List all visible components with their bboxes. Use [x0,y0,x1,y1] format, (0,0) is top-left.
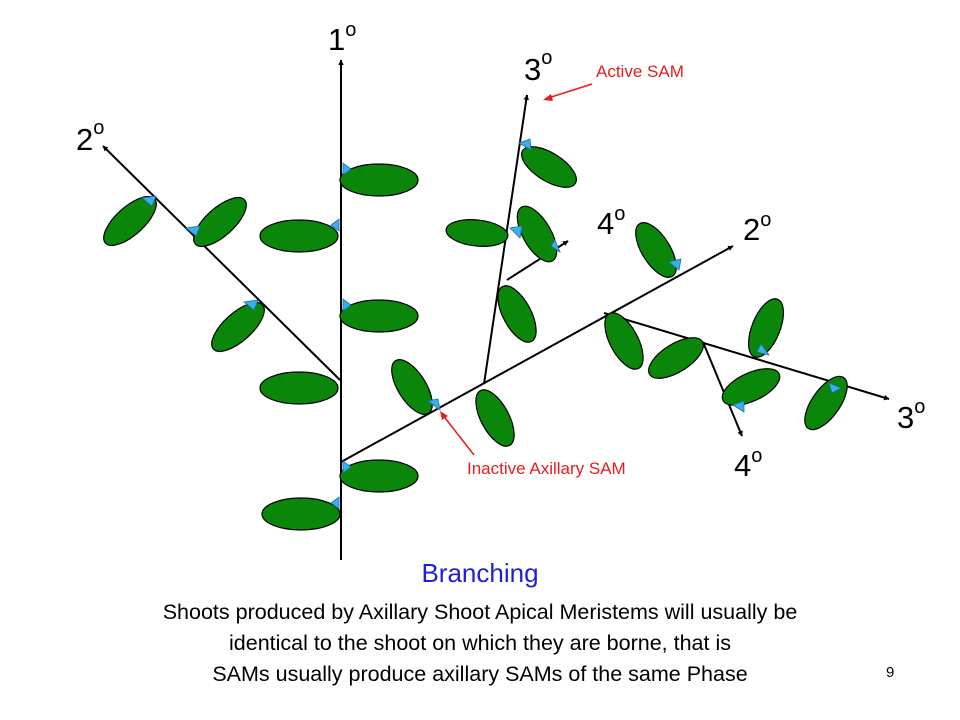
leaf [747,298,785,358]
caption-line: Shoots produced by Axillary Shoot Apical… [162,600,798,624]
leaf [391,359,433,415]
secondary-stem-right [340,245,734,463]
inactive-sam-pointer [441,413,475,456]
leaf [648,337,704,379]
active-sam-callout: Active SAM [596,62,684,81]
meristem [518,138,532,151]
order-label-quaternary-low: 4o [734,445,762,483]
order-label-tertiary-right: 3o [897,396,925,435]
leaf [497,285,537,343]
diagram-title: Branching [421,558,539,588]
leaf [339,163,419,197]
meristem [668,258,682,271]
leaf [261,497,341,531]
inactive-sam-callout: Inactive Axillary SAM [467,459,626,478]
order-label-quaternary-mid: 4o [597,203,625,241]
caption-line: SAMs usually produce axillary SAMs of th… [212,662,748,686]
callouts: Active SAM Inactive Axillary SAM [440,62,684,478]
inactive-sam-pointer-head [440,411,448,420]
meristem [185,225,201,237]
leaf [339,299,419,333]
meristem [828,382,842,394]
leaf [259,371,339,405]
meristems [141,138,842,510]
active-sam-pointer-head [543,94,553,101]
caption-line: identical to the shoot on which they are… [229,631,731,655]
meristem [141,195,157,207]
leaf [475,389,515,447]
active-sam-pointer [544,83,593,100]
order-labels: 1o 2o 3o 4o 2o 3o 4o [76,19,925,483]
meristem [732,400,745,413]
meristem [509,225,523,239]
meristem [756,343,770,356]
order-label-primary: 1o [328,19,356,57]
meristem [342,460,352,474]
leaf [259,219,339,253]
meristem [342,298,352,312]
order-label-secondary-left: 2o [76,117,104,157]
leaf [193,196,247,248]
stems [102,59,890,560]
page-number: 9 [886,664,895,681]
leaf [445,219,509,247]
leaves [103,146,848,531]
leaf [516,205,558,263]
meristem [427,398,441,411]
leaf [339,459,419,493]
quaternary-stem-low [702,341,743,437]
order-label-secondary-right: 2o [743,209,771,247]
meristem [550,239,561,254]
caption: Shoots produced by Axillary Shoot Apical… [0,597,960,690]
branching-diagram: 1o 2o 3o 4o 2o 3o 4o Active SAM Inactive… [76,19,925,560]
meristem [330,496,340,510]
leaf [635,222,677,278]
leaf [604,312,644,370]
meristem [330,218,340,232]
meristem [342,162,352,176]
order-label-tertiary-top: 3o [524,47,552,87]
leaf [721,368,781,406]
meristem [243,299,259,311]
leaf [211,301,265,353]
secondary-stem-left [102,145,341,381]
leaf [521,146,577,188]
